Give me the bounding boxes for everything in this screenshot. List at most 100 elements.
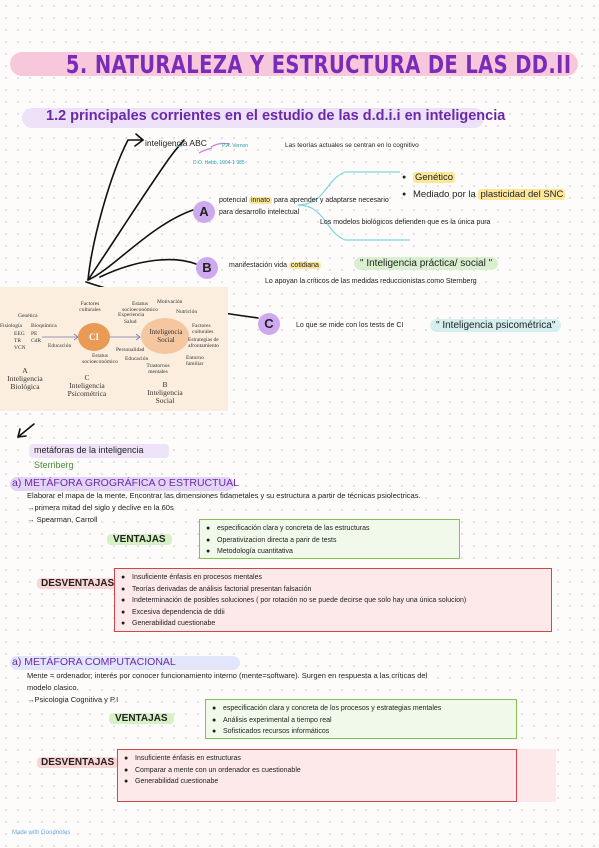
circle-a: A	[193, 201, 215, 223]
title-highlight	[10, 52, 578, 76]
a-line1-pre: potencial	[219, 197, 249, 204]
b-line-hl: cotidiana	[288, 262, 321, 269]
list-item: Sofisticados recursos informáticos	[212, 726, 510, 738]
b-line: manifestación vida cotidiana	[229, 262, 321, 269]
fig-top-4: Experiencia	[118, 312, 145, 318]
ci-circle: CI	[78, 323, 110, 351]
list-item: Análisis experimental a tiempo real	[212, 715, 510, 727]
page-title: 5. NATURALEZA Y ESTRUCTURA DE LAS DD.II	[65, 50, 572, 79]
list-item: Generabilidad cuestionabe	[121, 618, 545, 630]
fig-left-0: Genética	[18, 313, 38, 319]
fig-right-2: Personalidad	[116, 347, 145, 353]
geo-desc: Elaborar el mapa de la mente. Encontrar …	[27, 491, 421, 500]
abc-label-text: inteligencia ABC	[145, 138, 207, 148]
comp-ventajas-box: especificación clara y concreta de los p…	[205, 699, 517, 739]
list-item: Generabilidad cuestionabe	[124, 776, 510, 788]
intelligence-figure: Genética Fisiología Bioquímica EEG PE TR…	[0, 287, 228, 411]
fig-top-3: Salud	[124, 319, 137, 325]
c-quote: " Inteligencia psicométrica"	[430, 319, 562, 332]
fig-social: Inteligencia Social	[149, 328, 183, 344]
metaforas-title: metáforas de la inteligencia	[34, 445, 144, 455]
fig-right-0: Factores culturales	[192, 323, 214, 335]
b-quote: " Inteligencia práctica/ social "	[354, 257, 499, 270]
a-bullets: Genético Mediado por la plasticidad del …	[402, 169, 566, 203]
abc-label: inteligencia ABC	[145, 138, 207, 148]
fig-mid-0: Educación	[48, 343, 72, 349]
comp-ventajas-list: especificación clara y concreta de los p…	[212, 703, 510, 738]
list-item: Metodología cuantitativa	[206, 546, 453, 558]
list-item: especificación clara y concreta de los p…	[212, 703, 510, 715]
geo-ventajas-list: especificación clara y concreta de las e…	[206, 523, 453, 558]
geo-line2: →primera mitad del siglo y declive en la…	[27, 503, 174, 512]
goodnotes-footer: Made with Goodnotes	[12, 830, 71, 836]
fig-left-4: PE	[31, 331, 38, 337]
list-item: especificación clara y concreta de las e…	[206, 523, 453, 535]
list-item: Insuficiente énfasis en estructuras	[124, 753, 510, 765]
a-line1: potencial innato para aprender y adaptar…	[219, 197, 389, 204]
list-item: Comparar a mente con un ordenador es cue…	[124, 765, 510, 777]
caption-b: B Inteligencia Social	[147, 380, 183, 405]
fig-top-1: Estatus socioeconómico	[122, 301, 158, 313]
list-item: Excesiva dependencia de ddii	[121, 607, 545, 619]
comp-desventajas-list: Insuficiente énfasis en estructuras Comp…	[124, 753, 510, 788]
geo-title-highlight	[10, 477, 234, 491]
fig-right-3: Educación	[125, 356, 149, 362]
fig-right-4: Trastornos mentales	[146, 363, 170, 375]
geo-ventajas-box: especificación clara y concreta de las e…	[199, 519, 460, 559]
geo-line3: → Spearman, Carroll	[27, 515, 98, 524]
fig-top-5: Nutrición	[176, 309, 198, 315]
subtitle-highlight	[22, 108, 484, 128]
fig-left-7: VCN	[14, 345, 26, 351]
circle-b: B	[196, 257, 218, 279]
comp-title-highlight	[10, 656, 240, 670]
section-subtitle: 1.2 principales corrientes en el estudio…	[46, 108, 506, 124]
comp-desventajas-label: DESVENTAJAS	[37, 757, 119, 768]
fig-top-0: Factores culturales	[79, 301, 101, 313]
fig-left-1: Fisiología	[0, 323, 23, 329]
list-item: Operativizacion directa a parir de tests	[206, 535, 453, 547]
comp-title: a) METÁFORA COMPUTACIONAL	[12, 656, 176, 668]
circle-c: C	[258, 313, 280, 335]
geo-title: a) METÁFORA GROGRÁFICA O ESTRUCTUAL	[12, 477, 239, 489]
fig-top-2: Motivación	[157, 299, 183, 305]
a-line1-post: para aprender y adaptarse necesario	[272, 197, 389, 204]
a-bullet-2-pre: Mediado por la	[413, 189, 479, 200]
hebb-ref: D.O. Hebb, 1904-1 985	[193, 160, 245, 166]
fig-right-1: Estrategias de afrontamiento	[188, 337, 219, 349]
a-models: Los modelos biológicos defienden que es …	[320, 219, 491, 226]
fig-left-3: EEG	[14, 331, 25, 337]
comp-desc2: modelo clasico.	[27, 683, 79, 692]
fig-left-2: Bioquímica	[31, 323, 57, 329]
social-ellipse	[141, 318, 189, 354]
geo-ventajas-label: VENTAJAS	[107, 534, 172, 545]
a-line2: para desarrollo intelectual	[219, 209, 300, 216]
a-bullet-2: Mediado por la plasticidad del SNC	[402, 186, 566, 203]
a-bullet-2-hl: plasticidad del SNC	[478, 189, 566, 200]
comp-desc: Mente = ordenador; interés por conocer f…	[27, 671, 428, 680]
fig-left-6: CdR	[31, 338, 42, 344]
c-line: Lo que se mide con los tests de CI	[296, 322, 404, 329]
b-support: Lo apoyan la críticos de las medidas red…	[265, 278, 477, 285]
figure-arrows	[42, 318, 189, 354]
vernon-ref: P.A. Vernon	[222, 143, 249, 149]
b-line-pre: manifestación vida	[229, 262, 289, 269]
abc-theory: Las teorías actuales se centran en lo co…	[285, 142, 419, 149]
comp-line3: →Psicologia Cognitiva y P.I	[27, 695, 119, 704]
geo-desventajas-label: DESVENTAJAS	[37, 578, 119, 589]
caption-a: A Inteligencia Biológica	[7, 366, 43, 391]
fig-left-5: TR	[14, 338, 22, 344]
list-item: Teorías derivadas de análisis factorial …	[121, 584, 545, 596]
a-line1-hl: innato	[248, 197, 273, 204]
list-item: Insuficiente énfasis en procesos mentale…	[121, 572, 545, 584]
a-bullet-1-text: Genético	[413, 172, 456, 183]
comp-ventajas-label: VENTAJAS	[109, 713, 174, 724]
comp-desventajas-box: Insuficiente énfasis en estructuras Comp…	[117, 749, 517, 802]
list-item: Indeterminación de posibles soluciones (…	[121, 595, 545, 607]
a-bullet-1: Genético	[402, 169, 565, 186]
caption-c: C Inteligencia Psicométrica	[67, 373, 107, 398]
fig-mid-1: Estatus socioeconómico	[82, 353, 118, 365]
geo-desventajas-list: Insuficiente énfasis en procesos mentale…	[121, 572, 545, 630]
fig-right-5: Entorno familiar	[186, 355, 204, 367]
metaforas-author: Sternberg	[34, 460, 74, 470]
